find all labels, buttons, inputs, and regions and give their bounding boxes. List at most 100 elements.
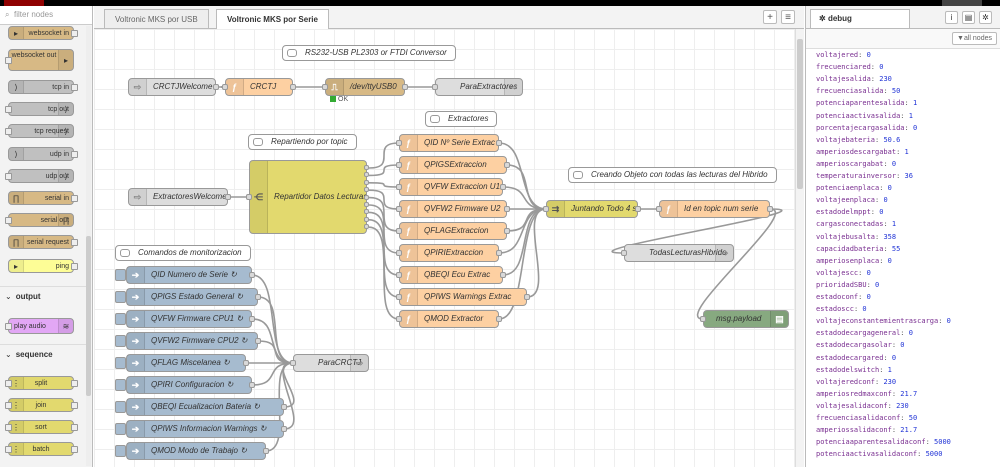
input-port[interactable] <box>396 250 402 256</box>
switch-output-port[interactable] <box>364 202 369 207</box>
node-juntando-join[interactable]: ⇉Juntando Todo 4 s <box>546 200 638 218</box>
input-port[interactable] <box>322 84 328 90</box>
output-port[interactable] <box>500 272 506 278</box>
input-port[interactable] <box>396 140 402 146</box>
info-icon[interactable]: i <box>945 11 958 24</box>
debug-tab-icon[interactable]: ✲ <box>979 11 992 24</box>
wire[interactable] <box>257 340 294 364</box>
output-port[interactable] <box>281 404 287 410</box>
input-port[interactable] <box>656 206 662 212</box>
wire[interactable] <box>502 208 547 276</box>
palette-node[interactable]: ⟩udp in <box>8 147 74 161</box>
inject-trigger-button[interactable] <box>115 335 126 347</box>
input-port[interactable] <box>396 184 402 190</box>
inject-node[interactable]: ➔QVFW Firmware CPU1 ↻ <box>115 310 252 328</box>
input-port[interactable] <box>246 194 252 200</box>
input-port[interactable] <box>396 294 402 300</box>
inject-node[interactable]: ➔QBEQI Ecualizacion Bateria ↻ <box>115 398 284 416</box>
wire[interactable] <box>506 208 547 232</box>
wire[interactable] <box>506 164 547 210</box>
input-port[interactable] <box>396 162 402 168</box>
comment-rs232[interactable]: RS232-USB PL2303 or FTDI Conversor <box>282 45 456 61</box>
input-port[interactable] <box>621 250 627 256</box>
deploy-button[interactable] <box>942 0 982 6</box>
tab-debug[interactable]: ✲ debug <box>810 9 910 28</box>
filter-all-nodes-button[interactable]: ▼all nodes <box>952 32 997 45</box>
node-todaslecturas[interactable]: TodasLecturasHibrido⇨ <box>624 244 734 262</box>
wire[interactable] <box>251 362 294 386</box>
input-port[interactable] <box>396 316 402 322</box>
output-port[interactable] <box>496 316 502 322</box>
palette-node[interactable]: ⟩tcp request <box>8 124 74 138</box>
output-port[interactable] <box>767 206 773 212</box>
wire[interactable] <box>368 142 400 169</box>
palette-filter[interactable]: ⌕ filter nodes <box>0 6 92 25</box>
comment-repartiendo[interactable]: Repartiendo por topic <box>248 134 357 150</box>
wire[interactable] <box>368 164 400 177</box>
node-serial-usb0[interactable]: ⎍/dev/ttyUSB0 <box>325 78 405 96</box>
input-port[interactable] <box>396 228 402 234</box>
output-port[interactable] <box>504 206 510 212</box>
tab-voltronic-serie[interactable]: Voltronic MKS por Serie <box>216 9 329 29</box>
node-paraextractores[interactable]: ParaExtractores⇨ <box>435 78 523 96</box>
input-port[interactable] <box>543 206 549 212</box>
switch-output-port[interactable] <box>364 224 369 230</box>
output-port[interactable] <box>500 184 506 190</box>
inject-trigger-button[interactable] <box>115 357 126 369</box>
inject-trigger-button[interactable] <box>115 423 126 435</box>
wire[interactable] <box>368 196 400 232</box>
book-icon[interactable]: ▤ <box>962 11 975 24</box>
inject-node[interactable]: ➔QID Numero de Serie ↻ <box>115 266 252 284</box>
palette-node[interactable]: ⋮batch <box>8 442 74 456</box>
input-port[interactable] <box>396 272 402 278</box>
input-port[interactable] <box>290 360 296 366</box>
switch-output-port[interactable] <box>364 216 369 222</box>
switch-output-port[interactable] <box>364 187 369 193</box>
wire[interactable] <box>257 296 294 364</box>
category-sequence[interactable]: ⌄sequence <box>0 344 86 365</box>
palette-node[interactable]: ▸ping <box>8 259 74 273</box>
palette-node[interactable]: ⋮sort <box>8 420 74 434</box>
wire[interactable] <box>498 208 547 320</box>
comment-creando[interactable]: Creando Objeto con todas las lecturas de… <box>568 167 777 183</box>
output-port[interactable] <box>243 360 249 366</box>
output-port[interactable] <box>504 228 510 234</box>
switch-output-port[interactable] <box>364 179 369 185</box>
wire[interactable] <box>498 142 547 210</box>
palette-node[interactable]: ⟩tcp out <box>8 102 74 116</box>
workspace-scroll-thumb[interactable] <box>797 39 803 189</box>
output-port[interactable] <box>263 448 269 454</box>
output-port[interactable] <box>225 194 231 200</box>
output-port[interactable] <box>255 338 261 344</box>
category-output[interactable]: ⌄output <box>0 286 86 307</box>
output-port[interactable] <box>255 294 261 300</box>
node-paracrctj[interactable]: ParaCRCTJ⇨ <box>293 354 369 372</box>
palette-node[interactable]: ⟩udp out <box>8 169 74 183</box>
comment-comandos[interactable]: Comandos de monitorizacion <box>115 245 251 261</box>
wire[interactable] <box>368 182 400 188</box>
palette-scrollbar[interactable] <box>86 26 91 466</box>
output-port[interactable] <box>249 272 255 278</box>
switch-output-port[interactable] <box>364 165 369 170</box>
input-port[interactable] <box>222 84 228 90</box>
inject-trigger-button[interactable] <box>115 291 126 303</box>
input-port[interactable] <box>432 84 438 90</box>
wire[interactable] <box>368 226 400 320</box>
output-port[interactable] <box>496 140 502 146</box>
switch-output-port[interactable] <box>364 209 369 215</box>
palette-node[interactable]: ∏serial request <box>8 235 74 249</box>
node-crctjwelcome[interactable]: ⇨CRCTJWelcome <box>128 78 216 96</box>
tab-list-button[interactable]: ≡ <box>781 10 795 24</box>
output-port[interactable] <box>402 84 408 90</box>
inject-trigger-button[interactable] <box>115 379 126 391</box>
output-port[interactable] <box>290 84 296 90</box>
palette-scroll-thumb[interactable] <box>86 236 91 396</box>
node-repartidor-switch[interactable]: ⋲Repartidor Datos Lecturas <box>249 160 367 234</box>
inject-trigger-button[interactable] <box>115 269 126 281</box>
output-port[interactable] <box>524 294 530 300</box>
tab-voltronic-usb[interactable]: Voltronic MKS por USB <box>104 9 209 28</box>
